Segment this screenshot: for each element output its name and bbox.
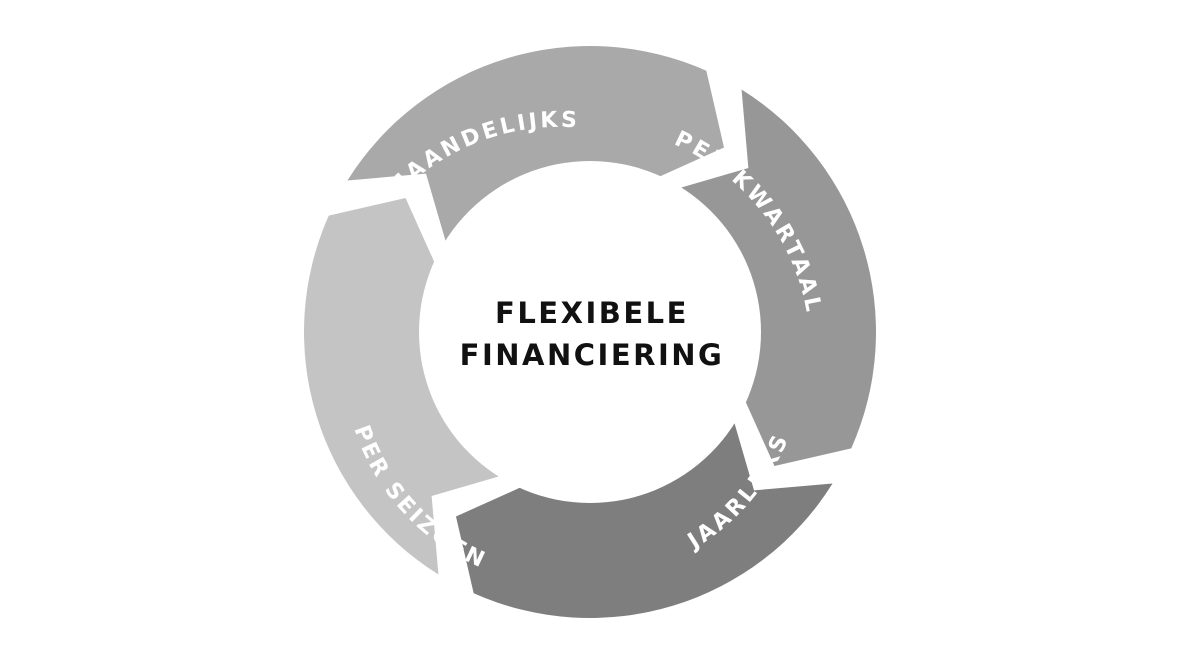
center-title-line2: FINANCIERING [460, 338, 725, 372]
center-title-line1: FLEXIBELE [495, 296, 689, 330]
segment-per-kwartaal [680, 89, 876, 467]
segment-per-seizoen [304, 197, 500, 575]
center-circle [419, 161, 761, 503]
segment-maandelijks [347, 46, 725, 242]
cycle-segments [304, 46, 876, 618]
segment-jaarlijks [455, 422, 833, 618]
